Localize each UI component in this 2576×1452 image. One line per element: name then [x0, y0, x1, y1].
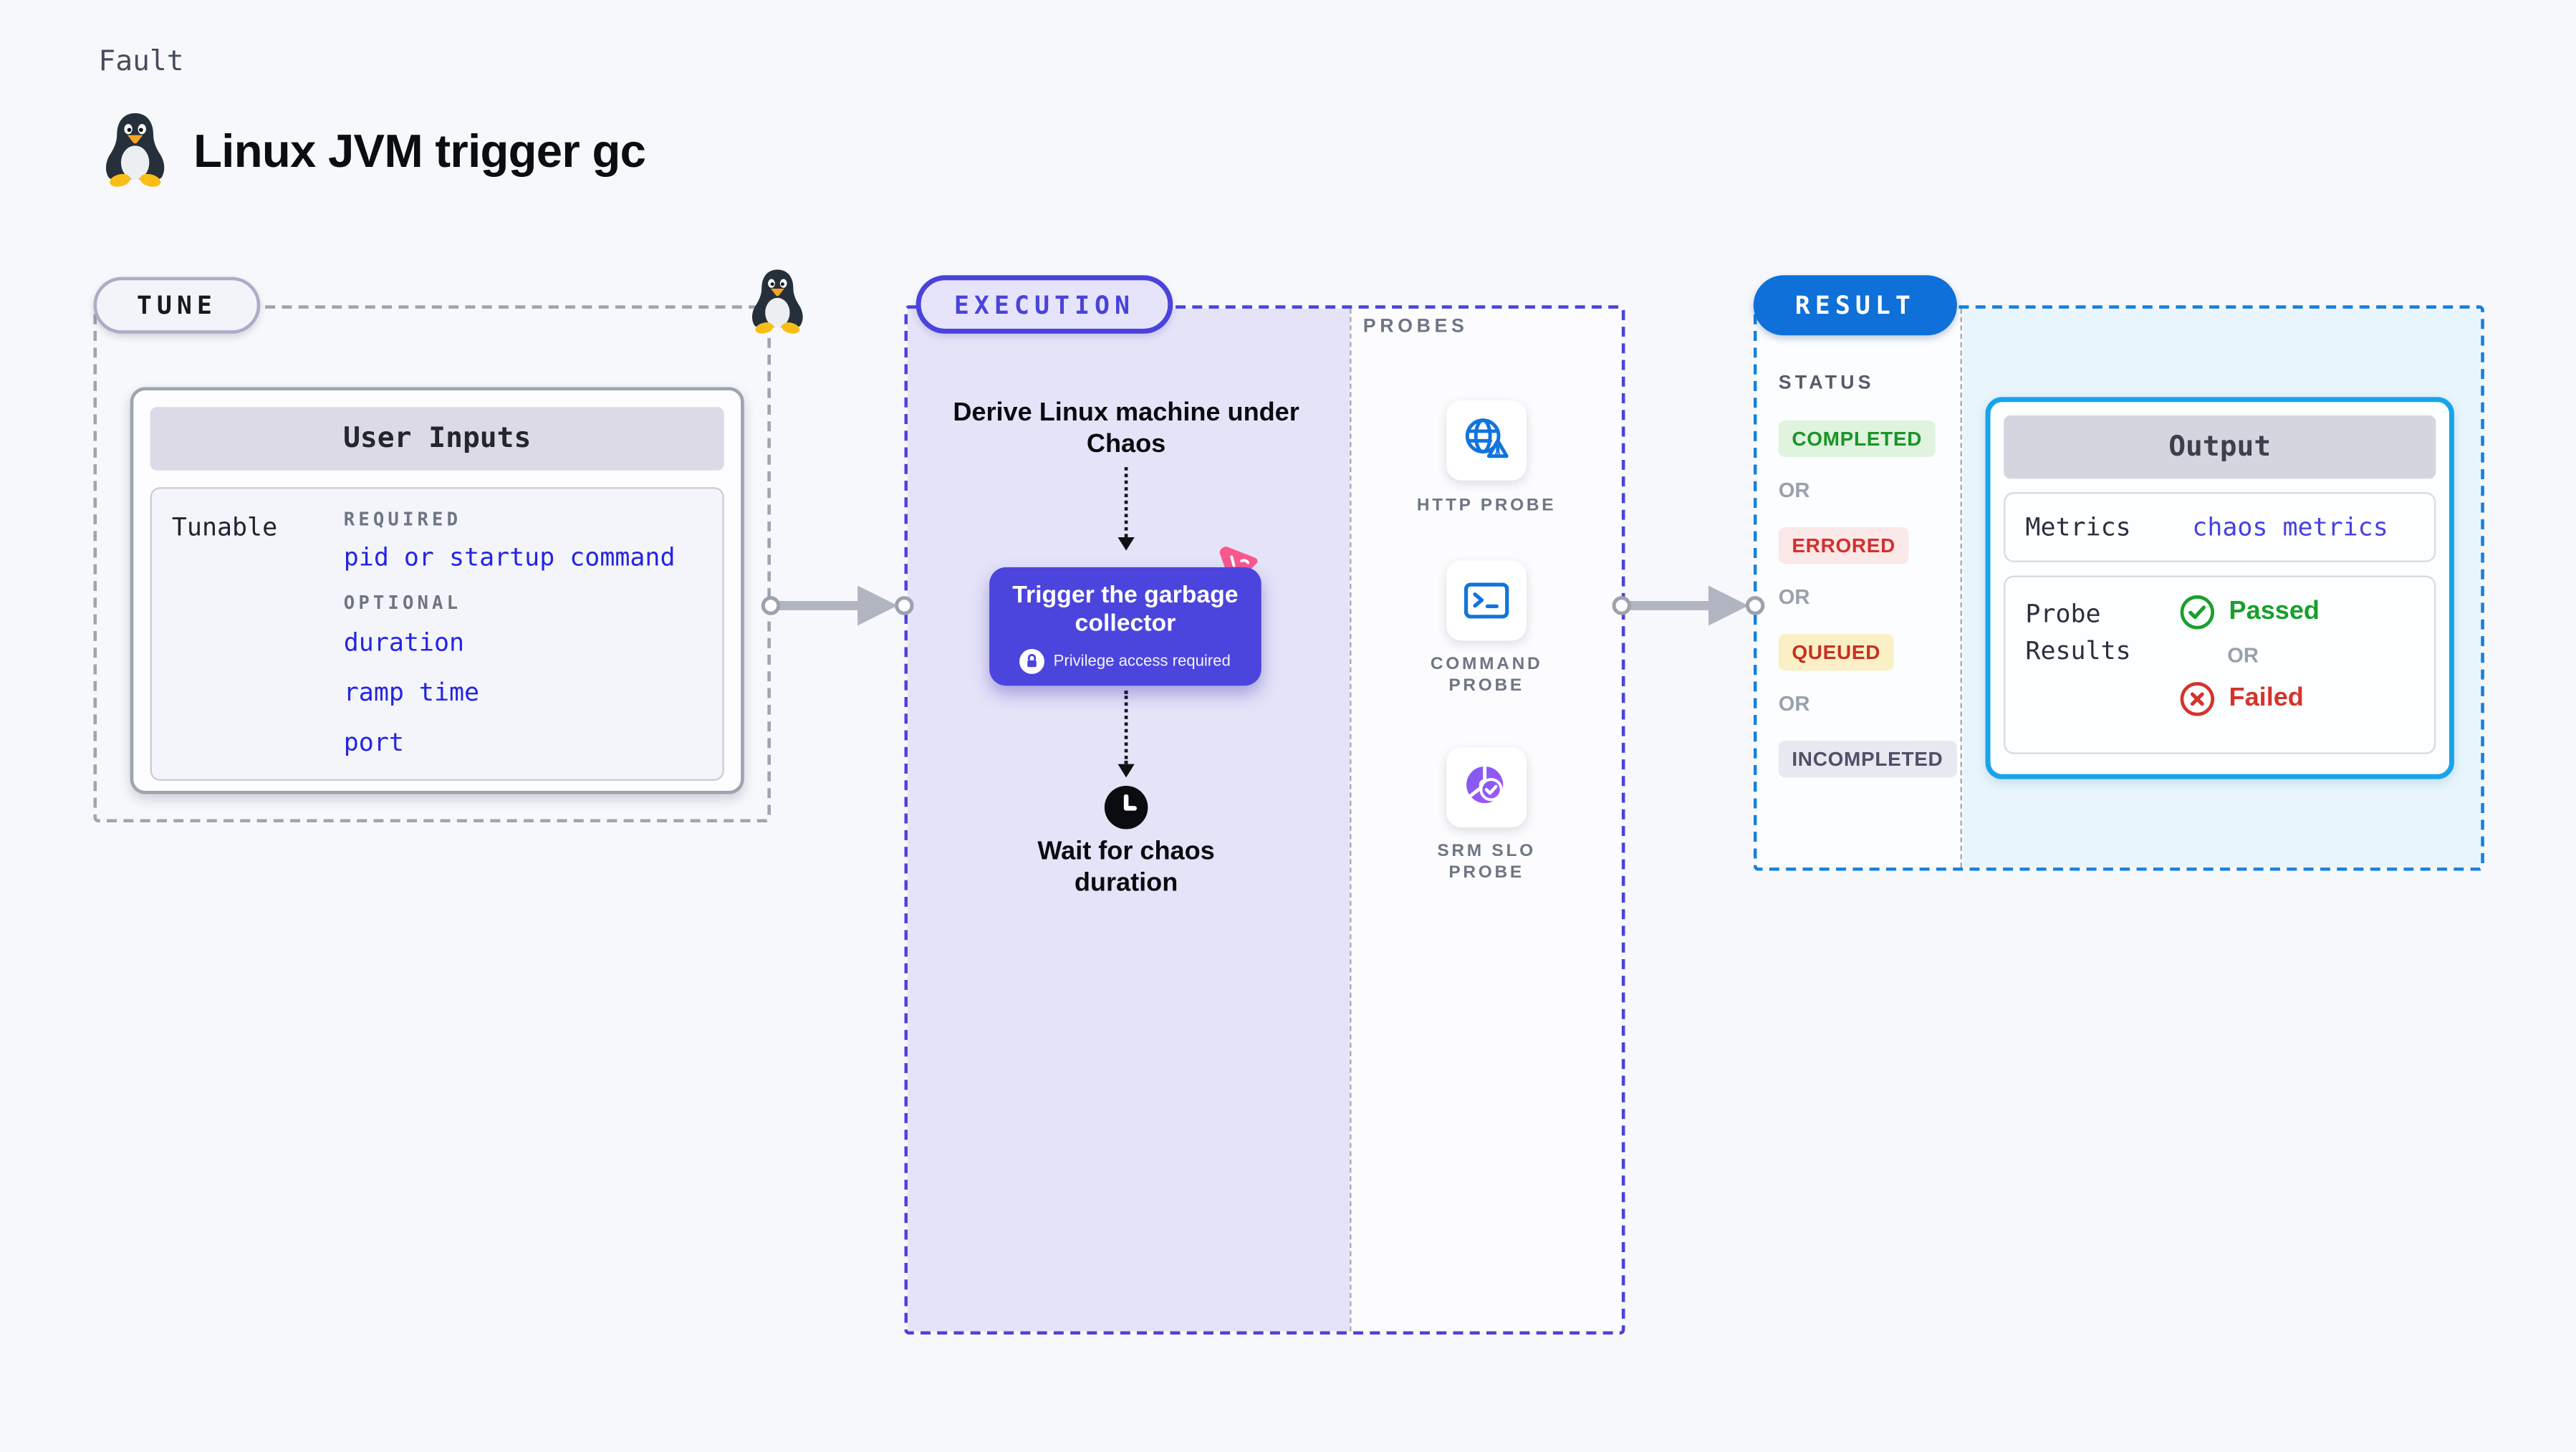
metrics-label: Metrics [2025, 512, 2131, 542]
probe-label-line: HTTP PROBE [1416, 495, 1557, 516]
http-probe-label: HTTP PROBE [1370, 496, 1603, 517]
required-label: REQUIRED [343, 509, 462, 531]
probes-label: PROBES [1363, 317, 1469, 337]
user-inputs-title: User Inputs [150, 407, 724, 471]
command-probe-card [1446, 560, 1527, 641]
output-title: Output [2004, 415, 2436, 479]
srm-slo-probe-card [1446, 747, 1527, 828]
check-circle-icon [2180, 595, 2214, 630]
probe-label-line: COMMAND [1430, 653, 1543, 674]
wait-duration-node: Wait for chaos duration [1037, 837, 1215, 898]
optional-label: OPTIONAL [343, 592, 462, 615]
status-label: STATUS [1778, 373, 1875, 394]
terminal-icon [1464, 582, 1509, 619]
x-circle-icon [2180, 682, 2214, 716]
slo-donut-icon [1466, 765, 1505, 804]
tunable-port: port [343, 727, 404, 758]
or-separator: OR [2227, 643, 2259, 668]
globe-alert-icon [1465, 418, 1509, 458]
tunable-row-label: Tunable [171, 512, 278, 542]
dotted-connector [1124, 467, 1128, 537]
privilege-note: Privilege access required [1053, 652, 1231, 670]
tune-badge: TUNE [93, 277, 261, 334]
failed-row: Failed [2179, 681, 2320, 717]
execution-badge: EXECUTION [915, 275, 1173, 334]
clock-icon [1104, 785, 1148, 830]
probe-label-line: SRM SLO [1437, 840, 1536, 861]
dotted-connector [1124, 691, 1128, 764]
metrics-value: chaos metrics [2192, 512, 2388, 542]
trigger-gc-label: Trigger the garbage collector [1012, 582, 1239, 638]
srm-slo-probe-label: SRM SLO PROBE [1370, 841, 1603, 885]
probe-label-line: PROBE [1448, 862, 1524, 883]
privilege-row: Privilege access required [989, 648, 1261, 674]
arrow-down-icon [1118, 764, 1135, 778]
http-probe-card [1446, 400, 1527, 481]
command-probe-label: COMMAND PROBE [1370, 654, 1603, 698]
passed-row: Passed [2179, 594, 2320, 630]
metrics-row: Metrics chaos metrics [2004, 492, 2436, 562]
probe-label-line: PROBE [1448, 675, 1524, 696]
or-separator: OR [1778, 692, 1810, 716]
status-badge-errored: ERRORED [1778, 527, 1909, 564]
tunable-duration: duration [343, 627, 465, 658]
tunable-ramp-time: ramp time [343, 677, 480, 708]
linux-penguin-icon [105, 112, 165, 187]
status-output-divider [1960, 308, 1962, 868]
tune-section-box [93, 305, 771, 823]
page-title: Linux JVM trigger gc [193, 125, 646, 177]
flow-arrow-tune-to-execution [761, 585, 914, 626]
flow-arrow-execution-to-result [1612, 585, 1765, 626]
probe-results-row: Probe Results Passed OR Failed [2004, 575, 2436, 754]
tunables-panel: Tunable REQUIRED pid or startup command … [150, 487, 724, 781]
or-separator: OR [1778, 479, 1810, 503]
execution-probes-divider [1350, 308, 1352, 1332]
fault-kicker: Fault [98, 44, 184, 79]
status-badge-queued: QUEUED [1778, 634, 1894, 671]
tunable-pid: pid or startup command [343, 542, 676, 572]
probe-results-label: Probe Results [2025, 599, 2131, 665]
passed-label: Passed [2229, 597, 2320, 626]
user-inputs-card: User Inputs Tunable REQUIRED pid or star… [130, 387, 744, 794]
or-separator: OR [1778, 585, 1810, 610]
lock-icon [1020, 648, 1045, 674]
result-badge: RESULT [1753, 275, 1957, 336]
verdict-column: Passed OR Failed [2179, 594, 2320, 717]
failed-label: Failed [2229, 683, 2304, 713]
status-badge-incompleted: INCOMPLETED [1778, 741, 1957, 778]
linux-penguin-icon [751, 269, 803, 334]
trigger-gc-node: Trigger the garbage collector Privilege … [989, 567, 1261, 686]
output-card: Output Metrics chaos metrics Probe Resul… [1985, 397, 2454, 779]
tunable-values: REQUIRED pid or startup command OPTIONAL… [344, 509, 676, 764]
arrow-down-icon [1118, 537, 1135, 551]
status-badge-completed: COMPLETED [1778, 420, 1936, 458]
derive-machine-node: Derive Linux machine under Chaos [953, 398, 1299, 460]
